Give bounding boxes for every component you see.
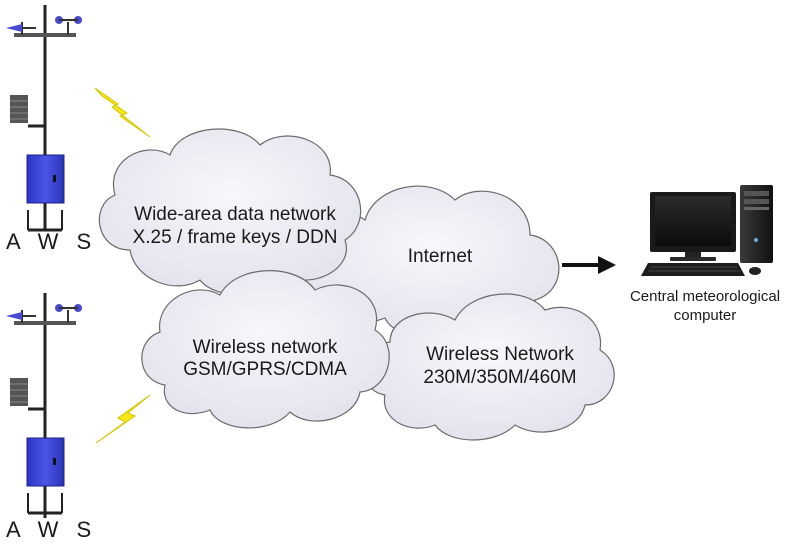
wireless-gsm-title: Wireless network	[192, 337, 338, 358]
wireless-radio-subtitle: 230M/350M/460M	[423, 367, 577, 388]
aws-label-2: A W S	[6, 517, 98, 542]
desktop-computer-icon	[641, 185, 773, 276]
lightning-bolt-icon	[94, 87, 151, 138]
weather-station-icon	[6, 5, 82, 232]
wireless-radio-cloud	[364, 293, 615, 441]
aws-label-1: A W S	[6, 229, 98, 254]
wide-area-title: Wide-area data network	[134, 204, 336, 225]
arrow-right-icon	[562, 256, 616, 274]
computer-label-line1: Central meteorological	[629, 288, 781, 305]
wireless-radio-title: Wireless Network	[426, 344, 574, 365]
computer-label-line2: computer	[673, 307, 737, 324]
wireless-gsm-subtitle: GSM/GPRS/CDMA	[183, 359, 347, 380]
wide-area-subtitle: X.25 / frame keys / DDN	[132, 227, 338, 248]
wireless-gsm-cloud	[141, 270, 390, 429]
weather-station-icon	[6, 293, 82, 518]
internet-title: Internet	[407, 246, 473, 267]
lightning-bolt-icon	[95, 394, 151, 444]
